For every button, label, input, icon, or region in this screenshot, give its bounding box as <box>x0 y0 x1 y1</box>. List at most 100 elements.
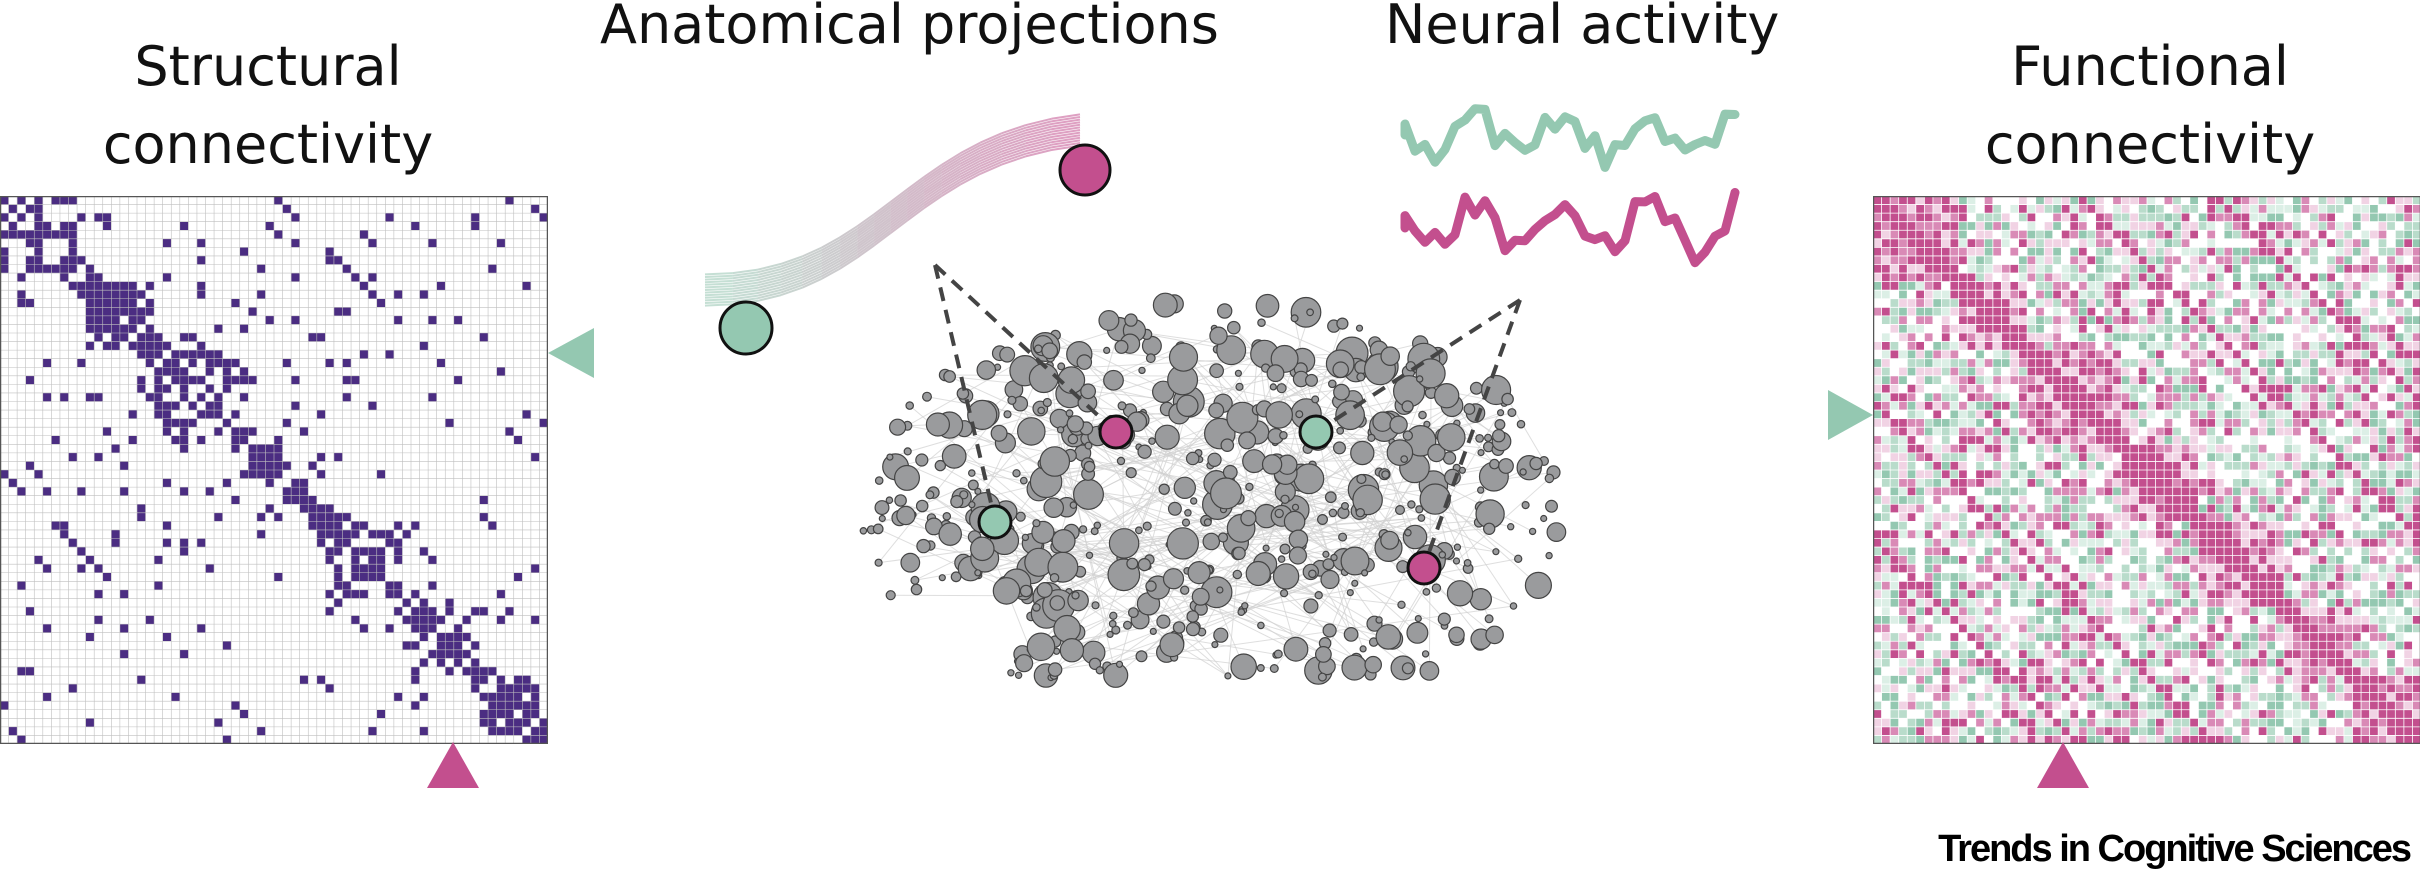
functional-cell <box>2224 444 2233 453</box>
functional-cell <box>2206 444 2216 453</box>
functional-cell <box>2215 307 2225 316</box>
functional-cell <box>2035 392 2045 402</box>
functional-cell <box>1907 341 1916 351</box>
functional-cell <box>2052 632 2062 642</box>
functional-cell <box>2164 367 2173 376</box>
functional-cell <box>2403 718 2413 727</box>
structural-cell <box>513 435 523 445</box>
functional-cell <box>1873 581 1882 590</box>
functional-cell <box>2403 247 2413 256</box>
functional-cell <box>2095 358 2105 368</box>
functional-cell <box>1890 701 1899 710</box>
functional-cell <box>2275 350 2284 359</box>
functional-cell <box>2095 598 2105 607</box>
functional-cell <box>2215 213 2225 222</box>
functional-cell <box>2069 701 2079 710</box>
functional-cell <box>2258 230 2267 239</box>
structural-cell <box>351 564 360 573</box>
functional-cell <box>2001 435 2010 445</box>
functional-cell <box>2104 675 2113 685</box>
functional-cell <box>2395 709 2404 719</box>
functional-cell <box>2129 598 2139 607</box>
functional-cell <box>2232 196 2242 205</box>
functional-cell <box>2241 684 2250 693</box>
functional-cell <box>2232 701 2242 710</box>
functional-cell <box>2215 495 2225 505</box>
functional-cell <box>2232 735 2242 744</box>
functional-cell <box>2104 641 2113 650</box>
functional-cell <box>2369 538 2379 548</box>
functional-cell <box>1992 547 2002 556</box>
functional-cell <box>2061 358 2070 368</box>
functional-cell <box>2361 487 2370 496</box>
functional-cell <box>2061 290 2070 299</box>
functional-cell <box>2027 213 2036 222</box>
functional-cell <box>2121 709 2130 719</box>
functional-cell <box>1992 461 2002 470</box>
structural-cell <box>162 341 172 351</box>
functional-cell <box>2069 410 2079 419</box>
functional-cell <box>1873 649 1882 659</box>
structural-cell <box>111 315 120 325</box>
functional-cell <box>2087 470 2096 479</box>
functional-cell <box>2035 204 2045 214</box>
functional-cell <box>2112 196 2122 205</box>
structural-cell <box>17 666 26 676</box>
functional-cell <box>2112 478 2122 488</box>
structural-cell <box>179 649 189 659</box>
functional-cell <box>2095 512 2105 522</box>
functional-cell <box>2035 512 2045 522</box>
structural-cell <box>308 495 317 505</box>
functional-cell <box>2369 607 2379 616</box>
functional-cell <box>1924 581 1933 590</box>
functional-cell <box>1898 290 1908 299</box>
functional-cell <box>2232 684 2242 693</box>
functional-cell <box>1932 461 1942 470</box>
functional-cell <box>2369 675 2379 685</box>
functional-cell <box>2386 333 2396 342</box>
functional-cell <box>2284 709 2293 719</box>
functional-cell <box>2155 487 2165 496</box>
functional-cell <box>2386 581 2396 590</box>
functional-cell <box>2052 598 2062 607</box>
functional-cell <box>2301 624 2310 633</box>
functional-cell <box>2352 649 2362 659</box>
functional-cell <box>2001 324 2010 333</box>
functional-cell <box>2232 273 2242 282</box>
functional-cell <box>1932 684 1942 693</box>
functional-cell <box>2087 718 2096 727</box>
functional-cell <box>2044 247 2053 256</box>
structural-cell <box>530 564 540 573</box>
functional-cell <box>1984 726 1993 736</box>
functional-cell <box>2403 504 2413 513</box>
structural-cell <box>42 264 52 274</box>
functional-cell <box>1992 418 2002 428</box>
functional-cell <box>2147 504 2156 513</box>
functional-cell <box>2087 529 2096 539</box>
functional-cell <box>2078 221 2088 231</box>
functional-cell <box>2258 598 2267 607</box>
functional-cell <box>2035 230 2045 239</box>
functional-cell <box>2292 281 2302 291</box>
structural-cell <box>479 709 489 719</box>
functional-cell <box>2018 718 2028 727</box>
functional-cell <box>2087 273 2096 282</box>
structural-cell <box>282 487 292 496</box>
brain-pink-node-icon <box>1098 414 1134 450</box>
structural-cell <box>188 358 197 368</box>
structural-cell <box>488 521 497 530</box>
structural-cell <box>77 547 86 556</box>
functional-cell <box>2412 487 2420 496</box>
functional-cell <box>1967 649 1976 659</box>
functional-cell <box>2104 487 2113 496</box>
functional-cell <box>2361 410 2370 419</box>
structural-cell <box>299 478 309 488</box>
functional-cell <box>2112 461 2122 470</box>
structural-cell <box>17 213 26 222</box>
functional-cell <box>2275 624 2284 633</box>
functional-cell <box>1873 512 1882 522</box>
functional-cell <box>1941 247 1951 256</box>
functional-cell <box>2078 427 2088 436</box>
functional-cell <box>1975 504 1985 513</box>
functional-cell <box>2386 701 2396 710</box>
